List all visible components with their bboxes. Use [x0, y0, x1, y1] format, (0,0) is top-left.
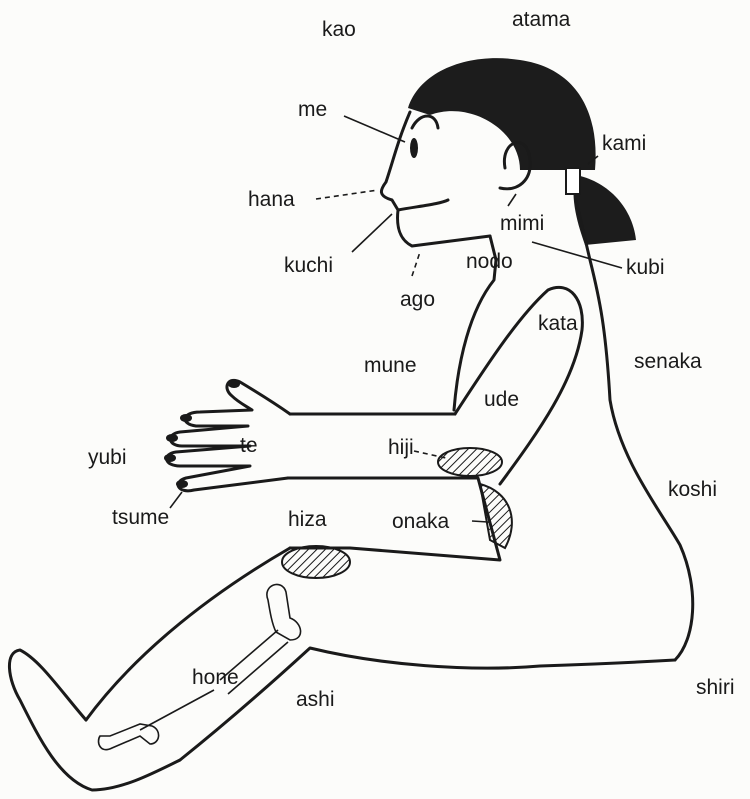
label-ashi: ashi — [296, 688, 335, 711]
label-yubi: yubi — [88, 446, 127, 469]
thumbnail — [228, 380, 240, 388]
label-ude: ude — [484, 388, 519, 411]
hair-tie — [566, 168, 580, 194]
label-nodo: nodo — [466, 250, 513, 273]
label-tsume: tsume — [112, 506, 169, 529]
label-atama: atama — [512, 8, 571, 31]
label-kubi: kubi — [626, 256, 665, 279]
leader-tsume — [170, 492, 182, 508]
label-te: te — [240, 434, 258, 457]
label-mune: mune — [364, 354, 417, 377]
leader-mimi — [508, 194, 516, 206]
bone-shaft — [140, 690, 214, 730]
face-outline — [381, 112, 490, 246]
leader-hana — [316, 190, 378, 199]
label-hone: hone — [192, 666, 239, 689]
hand — [167, 380, 290, 490]
leader-hiji — [414, 451, 446, 458]
leg-bottom — [180, 648, 675, 760]
fingernail — [166, 434, 178, 442]
label-koshi: koshi — [668, 478, 717, 501]
hair — [408, 58, 596, 170]
label-mimi: mimi — [500, 212, 544, 235]
fingernail — [164, 454, 176, 462]
fingernail — [176, 480, 188, 488]
thigh-bone — [267, 584, 301, 640]
label-kuchi: kuchi — [284, 254, 333, 277]
label-kata: kata — [538, 312, 578, 335]
fingernail — [180, 414, 192, 422]
label-ago: ago — [400, 288, 435, 311]
label-hiji: hiji — [388, 436, 414, 459]
knee-hatch — [282, 546, 350, 578]
label-kao: kao — [322, 18, 356, 41]
belly-hatch — [480, 484, 512, 548]
label-hana: hana — [248, 188, 295, 211]
foot — [9, 650, 180, 790]
leader-kubi — [532, 242, 622, 268]
leader-kuchi — [352, 214, 392, 252]
leader-me — [344, 116, 405, 142]
label-onaka: onaka — [392, 510, 450, 533]
label-kami: kami — [602, 132, 646, 155]
leader-onaka — [472, 521, 488, 522]
label-hiza: hiza — [288, 508, 327, 531]
label-me: me — [298, 98, 327, 121]
eye — [410, 138, 418, 158]
eyebrow — [412, 116, 438, 128]
mouth — [398, 200, 448, 210]
label-senaka: senaka — [634, 350, 702, 373]
lower-bone — [99, 724, 159, 750]
elbow-hatch — [438, 448, 502, 476]
label-shiri: shiri — [696, 676, 735, 699]
leader-ago — [412, 252, 420, 276]
